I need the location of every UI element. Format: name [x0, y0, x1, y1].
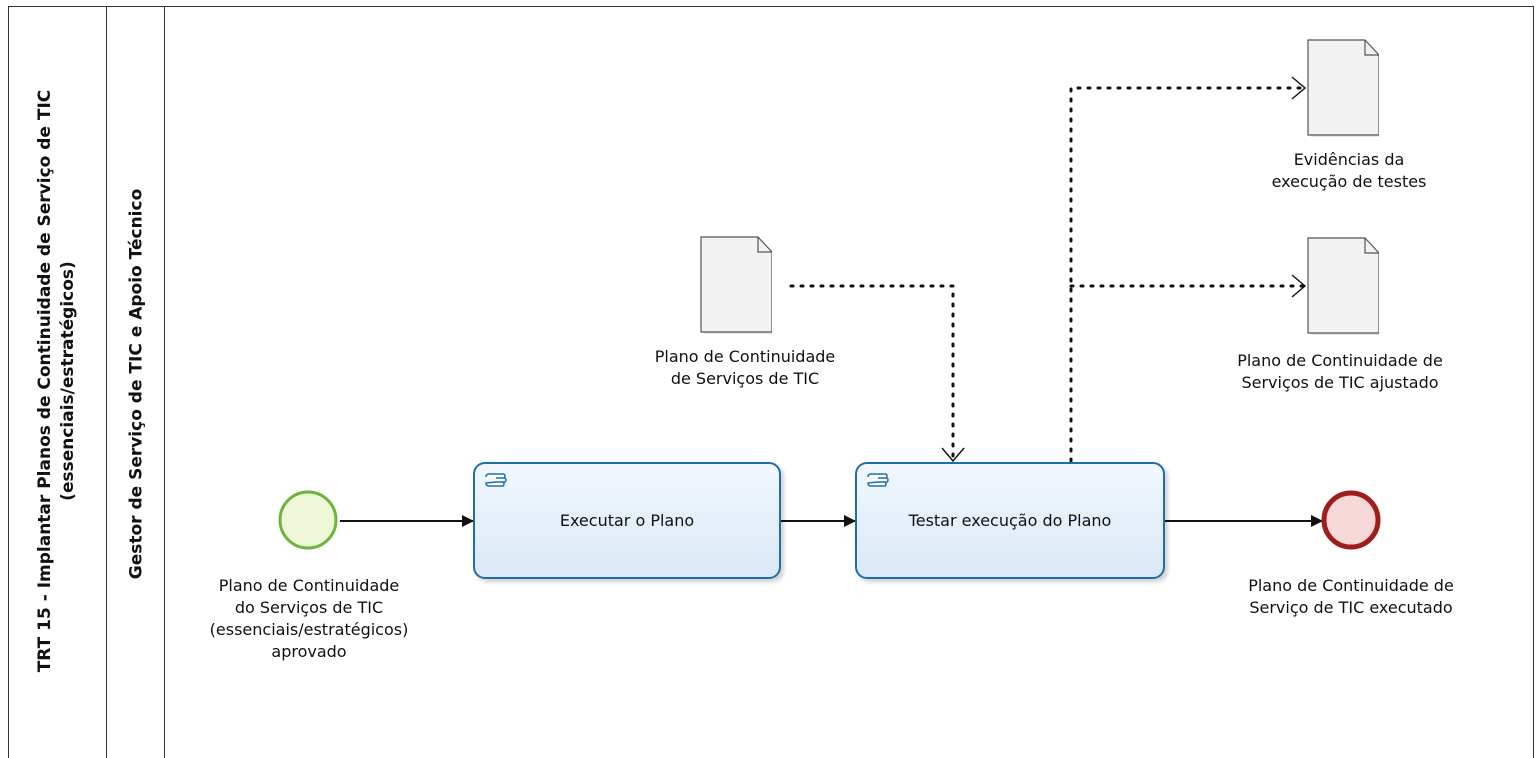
data-object-plano-ajustado[interactable] [1307, 237, 1379, 335]
start-event-label-line-2: do Serviços de TIC [234, 598, 384, 617]
data-object-plano-continuidade[interactable] [700, 236, 772, 334]
manual-task-hand-icon [867, 473, 889, 487]
end-event-label-line-2: Serviço de TIC executado [1249, 598, 1453, 617]
data-object-plano-label: Plano de Continuidade de Serviços de TIC [655, 346, 836, 390]
data-association-testar-to-ajustado[interactable] [1069, 274, 1307, 298]
data-object-evidencias-label-line-2: execução de testes [1271, 172, 1427, 191]
start-event-label-line-1: Plano de Continuidade [218, 576, 400, 595]
end-event-label-line-1: Plano de Continuidade de [1248, 576, 1454, 595]
start-event-label-line-4: aprovado [271, 642, 347, 661]
data-object-plano-label-line-2: de Serviços de TIC [670, 369, 820, 388]
lane-header-divider [164, 6, 165, 758]
data-object-evidencias-label-line-1: Evidências da [1293, 150, 1405, 169]
task-testar-label: Testar execução do Plano [908, 511, 1112, 530]
end-event[interactable] [1320, 490, 1384, 554]
data-object-ajustado-label: Plano de Continuidade de Serviços de TIC… [1237, 350, 1443, 394]
data-object-evidencias[interactable] [1307, 39, 1379, 137]
data-object-plano-label-line-1: Plano de Continuidade [654, 347, 836, 366]
data-association-plano-to-testar[interactable] [789, 284, 965, 463]
start-event[interactable] [278, 490, 342, 554]
manual-task-hand-icon [485, 473, 507, 487]
start-event-label: Plano de Continuidade do Serviços de TIC… [210, 575, 409, 663]
data-object-evidencias-label: Evidências da execução de testes [1272, 149, 1427, 193]
task-executar-label: Executar o Plano [559, 511, 695, 530]
start-event-label-line-3: (essenciais/estratégicos) [209, 620, 409, 639]
data-object-ajustado-label-line-2: Serviços de TIC ajustado [1241, 373, 1439, 392]
end-event-label: Plano de Continuidade de Serviço de TIC … [1248, 575, 1454, 619]
task-executar-o-plano[interactable]: Executar o Plano [473, 462, 781, 579]
pool-lane-divider [106, 6, 107, 758]
pool [8, 6, 1534, 758]
data-object-ajustado-label-line-1: Plano de Continuidade de [1237, 351, 1443, 370]
data-association-testar-to-evidencias[interactable] [1069, 76, 1307, 463]
task-testar-execucao[interactable]: Testar execução do Plano [855, 462, 1165, 579]
